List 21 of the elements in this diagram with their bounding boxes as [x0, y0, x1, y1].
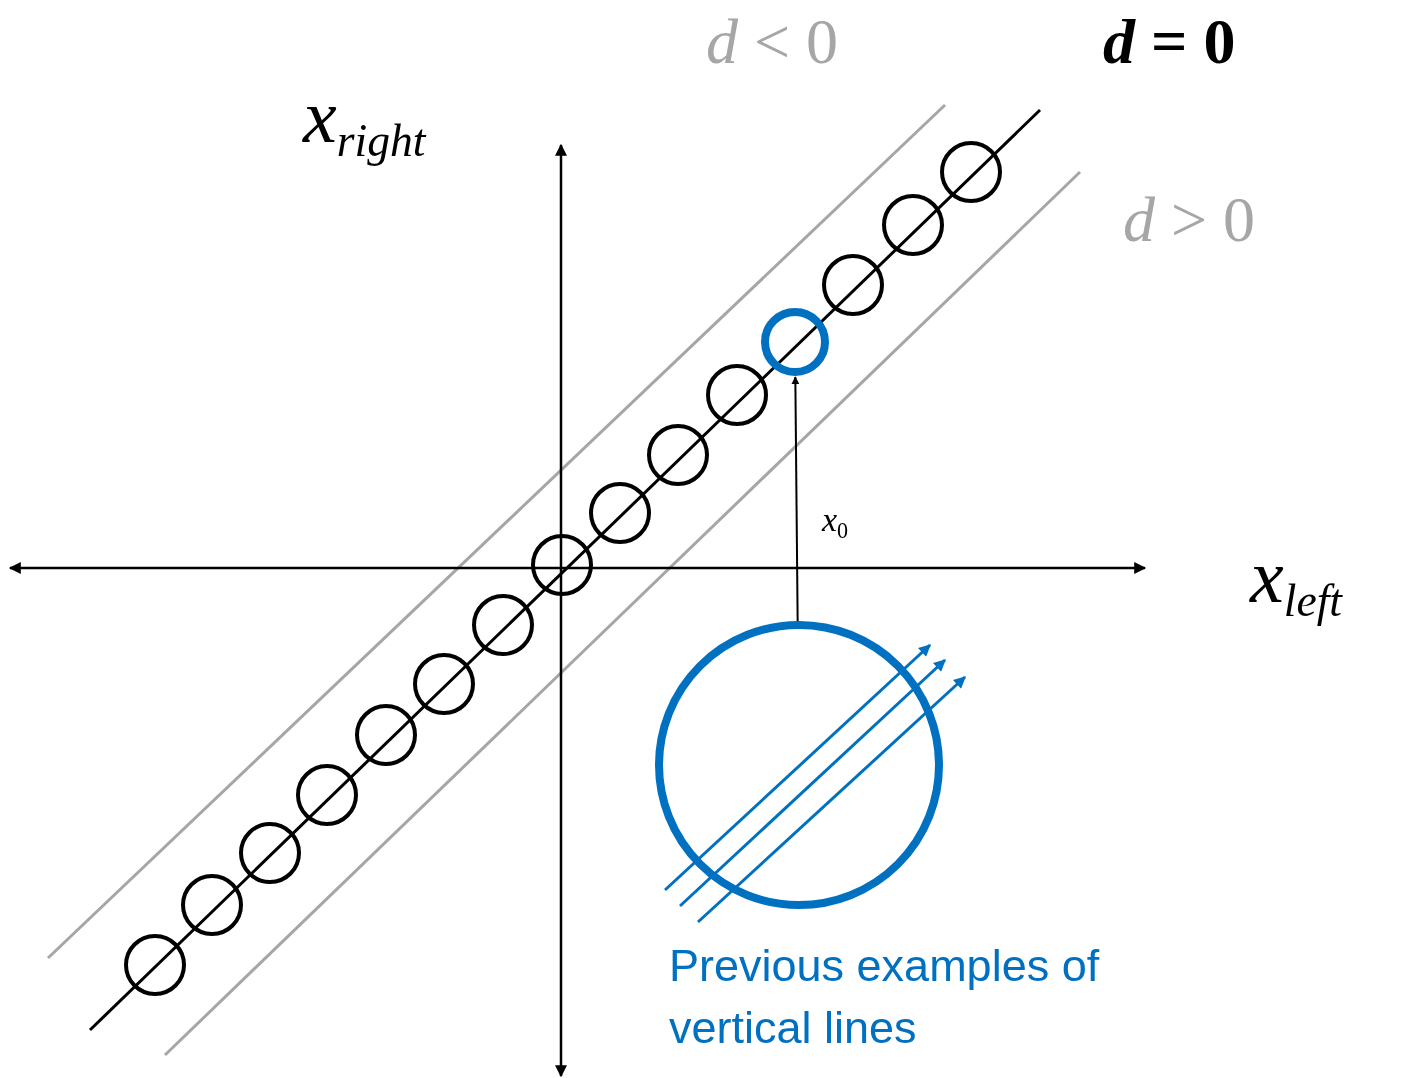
circle: [472, 594, 534, 656]
circle: [589, 482, 651, 544]
circle: [647, 424, 709, 486]
caption-text: Previous examples of vertical lines: [669, 939, 1101, 1056]
circle: [413, 653, 475, 715]
circle: [355, 704, 417, 766]
math-label: d < 0: [706, 10, 839, 74]
math-label: d > 0: [1123, 188, 1256, 252]
circle: [124, 934, 186, 996]
circle: [181, 874, 243, 936]
math-label: x$_{left}$: [1250, 538, 1342, 624]
circle: [940, 141, 1002, 203]
circle: [531, 534, 593, 596]
circle: [822, 254, 884, 316]
circle: [761, 308, 829, 376]
circle: [706, 364, 768, 426]
circle: [239, 822, 301, 884]
circle: [296, 764, 358, 826]
math-label: x$_{right}$: [303, 78, 426, 164]
math-label: d = 0: [1103, 10, 1236, 74]
circle: [882, 194, 944, 256]
